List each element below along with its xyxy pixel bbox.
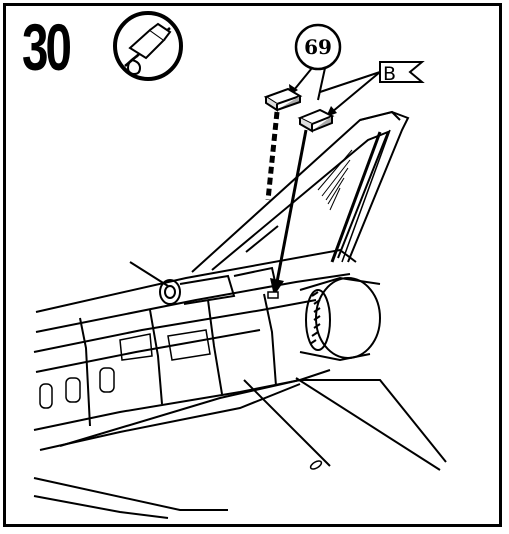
decal-letter-label: B [383,63,396,85]
decal-callout: B [319,61,425,117]
fin-shading [317,149,353,211]
antenna-part-right [297,108,335,133]
antenna-slot [267,291,279,299]
antenna-part-left [263,87,303,112]
placement-dashed-line [265,111,280,201]
fuselage [33,248,357,451]
part-number-label: 69 [304,35,332,59]
dorsal-fairing [159,266,277,305]
tail-fin [191,110,410,273]
placement-arrow [275,129,308,283]
engine-nozzle [299,276,381,362]
glue-tube-icon [113,11,183,81]
fuselage-panels [39,329,211,409]
horizontal-stabilizer [129,261,447,471]
part-callout: 69 [289,23,342,101]
step-number: 30 [22,10,72,84]
hinge-marker [309,460,323,470]
lower-wing [33,379,301,519]
